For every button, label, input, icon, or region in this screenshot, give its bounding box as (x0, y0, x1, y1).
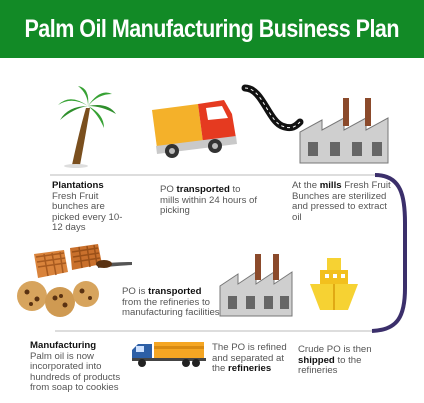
step-keyword: shipped (298, 354, 335, 366)
step-manufacturing: Manufacturing Palm oil is now incorporat… (30, 340, 132, 394)
step-shipped: Crude PO is then shipped to the refineri… (298, 344, 378, 377)
step-mills: At the mills Fresh Fruit Bunches are ste… (292, 180, 392, 223)
step-text: At the (292, 180, 320, 191)
step-heading: Plantations (52, 180, 104, 191)
step-transport-to-mills: PO transported to mills within 24 hours … (160, 184, 260, 217)
step-text: PO is (122, 286, 149, 297)
step-heading: Manufacturing (30, 340, 97, 351)
step-body: Fresh Fruit bunches are picked every 10-… (52, 190, 123, 234)
page-title: Palm Oil Manufacturing Business Plan (24, 14, 400, 43)
right-curve (371, 173, 407, 333)
step-text: PO (160, 184, 177, 195)
step-transport-to-manufacturing: PO is transported from the refineries to… (122, 286, 222, 319)
tanker-truck-icon (132, 342, 206, 367)
title-banner: Palm Oil Manufacturing Business Plan (0, 0, 424, 58)
road-icon (241, 84, 304, 132)
step-refineries: The PO is refined and separated at the r… (212, 342, 296, 375)
palm-tree-icon (58, 86, 116, 168)
step-text: to the refineries (298, 354, 362, 377)
step-text: Crude PO is then (298, 344, 372, 355)
process-connector (50, 173, 407, 333)
step-body: Palm oil is now incorporated into hundre… (30, 350, 121, 394)
cargo-ship-icon (310, 258, 358, 310)
process-diagram (17, 84, 407, 367)
step-text: from the refineries to manufacturing fac… (122, 296, 220, 319)
step-plantations: Plantations Fresh Fruit bunches are pick… (52, 180, 132, 234)
road-marking (244, 87, 301, 129)
delivery-truck-icon (152, 100, 237, 158)
step-keyword: transported (148, 286, 202, 297)
step-text: Fresh Fruit Bunches are sterilized and p… (292, 180, 391, 223)
step-text: to mills within 24 hours of picking (160, 184, 258, 217)
step-keyword: refineries (228, 363, 272, 375)
step-text: The PO is refined and separated at the (212, 342, 287, 375)
step-keyword: transported (176, 184, 230, 195)
step-keyword: mills (319, 180, 342, 191)
mill-factory-icon (299, 98, 389, 164)
refinery-factory-icon (219, 254, 293, 317)
waffles-cookies-icon (17, 244, 132, 317)
